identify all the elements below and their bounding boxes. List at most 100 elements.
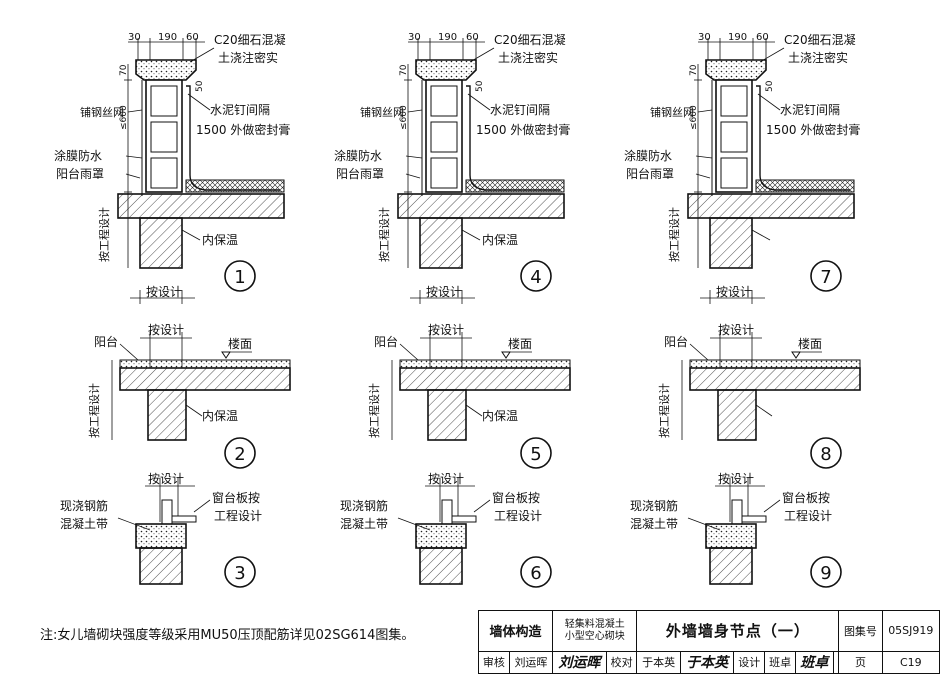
- title-block-page-label: 页: [838, 650, 883, 675]
- svg-text:阳台: 阳台: [94, 334, 118, 349]
- svg-text:涂膜防水: 涂膜防水: [334, 148, 382, 163]
- svg-text:涂膜防水: 涂膜防水: [54, 148, 102, 163]
- detail-3-drawing: [117, 477, 211, 585]
- detail-tag-3: 3: [224, 556, 256, 588]
- detail-8-drawing: [681, 331, 861, 441]
- title-block-review-label: 审核: [478, 650, 510, 675]
- svg-text:水泥钉间隔: 水泥钉间隔: [210, 103, 270, 117]
- svg-text:1: 1: [234, 267, 245, 288]
- svg-text:楼面: 楼面: [508, 336, 532, 351]
- svg-text:50: 50: [475, 80, 485, 92]
- title-block-design-name: 班卓: [764, 650, 796, 675]
- svg-text:工程设计: 工程设计: [214, 508, 262, 523]
- svg-text:7: 7: [820, 267, 831, 288]
- svg-text:≤600: ≤600: [119, 105, 129, 130]
- title-block-review-signature: 刘运晖: [552, 650, 607, 675]
- svg-text:现浇钢筋: 现浇钢筋: [60, 498, 108, 513]
- svg-text:内保温: 内保温: [202, 233, 238, 247]
- svg-text:190: 190: [438, 32, 457, 43]
- svg-text:按工程设计: 按工程设计: [87, 383, 101, 438]
- title-block-design-label: 设计: [733, 650, 766, 675]
- title-block-check-signature: 于本英: [679, 650, 735, 675]
- detail-tag-2: 2: [224, 437, 256, 469]
- title-block-category: 墙体构造: [477, 610, 554, 652]
- svg-text:混凝土带: 混凝土带: [60, 516, 108, 531]
- svg-text:土浇注密实: 土浇注密实: [218, 50, 278, 65]
- title-block-subtitle: 轻集料混凝土 小型空心砌块: [552, 610, 638, 652]
- svg-text:按设计: 按设计: [428, 323, 464, 337]
- svg-text:按设计: 按设计: [428, 472, 464, 486]
- detail-5-drawing: [391, 331, 571, 441]
- svg-text:1500 外做密封膏: 1500 外做密封膏: [476, 122, 570, 137]
- svg-text:按工程设计: 按工程设计: [667, 207, 681, 262]
- title-block-check-name: 于本英: [636, 650, 681, 675]
- svg-text:窗台板按: 窗台板按: [492, 490, 540, 505]
- detail-tag-5: 5: [520, 437, 552, 469]
- svg-text:9: 9: [820, 563, 831, 584]
- svg-text:土浇注密实: 土浇注密实: [788, 50, 848, 65]
- detail-tag-8: 8: [810, 437, 842, 469]
- detail-tag-1: 1: [224, 260, 256, 292]
- svg-text:C20细石混凝: C20细石混凝: [784, 32, 856, 47]
- title-block-check-label: 校对: [605, 650, 638, 675]
- svg-text:阳台雨罩: 阳台雨罩: [336, 166, 384, 181]
- svg-text:6: 6: [530, 563, 541, 584]
- svg-text:50: 50: [765, 80, 775, 92]
- title-block-design-signature: 班卓: [794, 650, 834, 675]
- svg-text:工程设计: 工程设计: [494, 508, 542, 523]
- svg-text:阳台: 阳台: [374, 334, 398, 349]
- svg-text:按工程设计: 按工程设计: [367, 383, 381, 438]
- svg-text:按设计: 按设计: [718, 472, 754, 486]
- svg-text:按设计: 按设计: [716, 285, 752, 299]
- svg-text:按工程设计: 按工程设计: [97, 207, 111, 262]
- svg-text:50: 50: [195, 80, 205, 92]
- detail-2-drawing: [111, 331, 291, 441]
- drawing-note: 注:女儿墙砌块强度等级采用MU50压顶配筋详见02SG614图集。: [40, 628, 415, 643]
- title-block-review-name: 刘运晖: [508, 650, 554, 675]
- svg-text:水泥钉间隔: 水泥钉间隔: [780, 103, 840, 117]
- svg-text:按设计: 按设计: [718, 323, 754, 337]
- svg-text:4: 4: [530, 267, 541, 288]
- detail-tag-9: 9: [810, 556, 842, 588]
- svg-text:60: 60: [466, 32, 479, 43]
- detail-tag-6: 6: [520, 556, 552, 588]
- title-block: 墙体构造 轻集料混凝土 小型空心砌块 外墙墙身节点（一） 图集号 05SJ919…: [477, 610, 941, 675]
- svg-text:混凝土带: 混凝土带: [630, 516, 678, 531]
- svg-text:190: 190: [728, 32, 747, 43]
- svg-text:水泥钉间隔: 水泥钉间隔: [490, 103, 550, 117]
- labels-column-1: 30 190 60 C20细石混凝 土浇注密实 70 50 ≤600 铺钢丝网 …: [54, 32, 290, 531]
- svg-text:C20细石混凝: C20细石混凝: [214, 32, 286, 47]
- svg-text:30: 30: [698, 32, 711, 43]
- detail-9-drawing: [687, 477, 781, 585]
- svg-text:内保温: 内保温: [202, 409, 238, 423]
- svg-text:按设计: 按设计: [148, 472, 184, 486]
- svg-text:1500 外做密封膏: 1500 外做密封膏: [766, 122, 860, 137]
- svg-text:70: 70: [119, 64, 129, 76]
- svg-text:1500 外做密封膏: 1500 外做密封膏: [196, 122, 290, 137]
- svg-text:混凝土带: 混凝土带: [340, 516, 388, 531]
- svg-text:土浇注密实: 土浇注密实: [498, 50, 558, 65]
- svg-text:2: 2: [234, 444, 245, 465]
- detail-tag-7: 7: [810, 260, 842, 292]
- svg-text:190: 190: [158, 32, 177, 43]
- title-block-title: 外墙墙身节点（一）: [636, 610, 840, 652]
- labels-column-2: 30 190 60 C20细石混凝 土浇注密实 70 50 ≤600 铺钢丝网 …: [334, 32, 570, 531]
- svg-text:楼面: 楼面: [228, 336, 252, 351]
- svg-text:工程设计: 工程设计: [784, 508, 832, 523]
- svg-text:阳台雨罩: 阳台雨罩: [56, 166, 104, 181]
- svg-text:内保温: 内保温: [482, 233, 518, 247]
- title-block-atlas-label: 图集号: [838, 610, 883, 652]
- svg-text:按设计: 按设计: [146, 285, 182, 299]
- svg-text:按工程设计: 按工程设计: [377, 207, 391, 262]
- svg-text:C20细石混凝: C20细石混凝: [494, 32, 566, 47]
- svg-text:30: 30: [128, 32, 141, 43]
- detail-tag-4: 4: [520, 260, 552, 292]
- svg-text:按设计: 按设计: [426, 285, 462, 299]
- svg-text:5: 5: [530, 444, 541, 465]
- svg-text:现浇钢筋: 现浇钢筋: [340, 498, 388, 513]
- svg-text:≤600: ≤600: [689, 105, 699, 130]
- detail-1-drawing: [117, 37, 285, 305]
- svg-text:70: 70: [689, 64, 699, 76]
- svg-text:涂膜防水: 涂膜防水: [624, 148, 672, 163]
